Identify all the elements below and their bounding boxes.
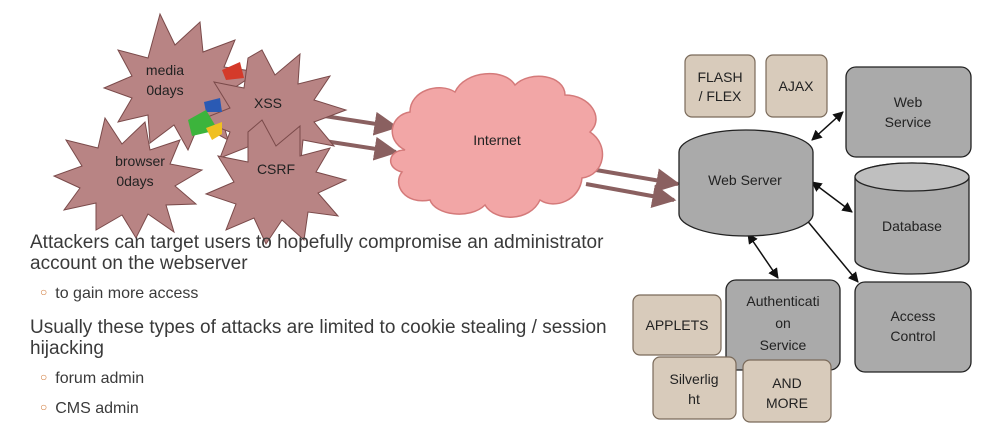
- web-server-label: Web Server: [708, 172, 782, 188]
- authentication-label-line2: on: [775, 315, 791, 331]
- silverlight-box: [652, 356, 737, 420]
- bullet-circle-icon: ○: [40, 285, 48, 299]
- bullet-attackers: Attackers can target users to hopefully …: [30, 232, 604, 274]
- logo-fragment-red: [222, 62, 244, 80]
- and-more-label-line1: AND: [772, 375, 802, 391]
- access-control-label-line2: Control: [890, 328, 935, 344]
- bullet-usually: Usually these types of attacks are limit…: [30, 317, 607, 359]
- flash-flex-label-line1: FLASH: [697, 69, 742, 85]
- media-0days-label-line2: 0days: [146, 82, 183, 98]
- flash-flex-label-line2: / FLEX: [699, 88, 742, 104]
- applets-box: [632, 294, 722, 356]
- authentication-label-line1: Authenticati: [746, 293, 819, 309]
- xss-label: XSS: [254, 95, 282, 111]
- web-service-label-line1: Web: [894, 94, 923, 110]
- applets-label: APPLETS: [645, 317, 708, 333]
- media-0days-label-line1: media: [146, 62, 184, 78]
- browser-0days-burst: [52, 116, 204, 240]
- csrf-label: CSRF: [257, 161, 295, 177]
- sub-bullet-text: to gain more access: [55, 285, 199, 302]
- silverlight-label-line1: Silverlig: [669, 371, 718, 387]
- flash-flex-box: [684, 54, 756, 118]
- connector-webservice: [811, 111, 844, 141]
- internet-label: Internet: [473, 132, 521, 148]
- sub-bullet-text: forum admin: [55, 370, 145, 387]
- sub-bullet-text: CMS admin: [55, 400, 139, 417]
- connector-access-control: [799, 211, 859, 283]
- attack-arrow-top: [317, 111, 399, 136]
- and-more-box: [742, 359, 832, 423]
- browser-0days-label-line2: 0days: [116, 173, 153, 189]
- web-service-label-line2: Service: [885, 114, 932, 130]
- and-more-label-line2: MORE: [766, 395, 808, 411]
- ajax-box: [765, 54, 828, 118]
- logo-fragment-yellow: [206, 122, 222, 140]
- access-control-label-line1: Access: [890, 308, 935, 324]
- csrf-burst: [204, 119, 348, 246]
- bullet-list: Attackers can target users to hopefully …: [30, 232, 610, 419]
- internet-arrow-bottom: [585, 182, 677, 208]
- access-control-box: [854, 281, 972, 373]
- silverlight-label-line2: ht: [688, 391, 700, 407]
- bullet-circle-icon: ○: [40, 400, 48, 414]
- authentication-label-line3: Service: [760, 337, 807, 353]
- internet-arrow-top: [595, 168, 681, 193]
- browser-0days-label-line1: browser: [115, 153, 165, 169]
- database-label: Database: [882, 218, 942, 234]
- internet-cloud: [390, 73, 604, 218]
- logo-fragment-blue: [204, 98, 222, 112]
- sub-bullet-more-access: ○ to gain more access: [40, 282, 610, 304]
- connector-database: [811, 181, 853, 213]
- connector-authentication: [747, 233, 779, 279]
- web-service-box: [845, 66, 972, 158]
- database-top: [854, 162, 970, 192]
- sub-bullet-cms-admin: ○ CMS admin: [40, 397, 610, 419]
- web-server: [678, 129, 814, 237]
- sub-bullet-forum-admin: ○ forum admin: [40, 367, 610, 389]
- bullet-circle-icon: ○: [40, 370, 48, 384]
- ajax-label: AJAX: [778, 78, 814, 94]
